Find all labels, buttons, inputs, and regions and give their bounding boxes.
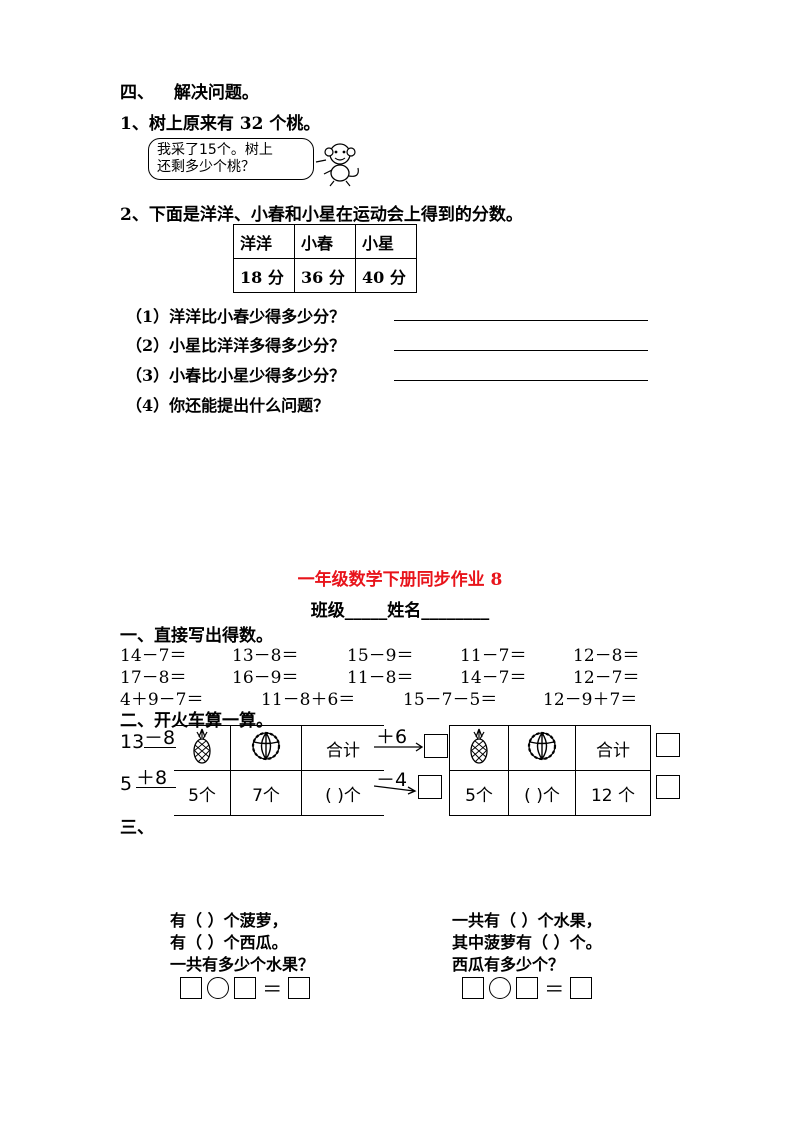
problem-2-2: 16－9＝ — [232, 668, 299, 688]
score-value-yangyang: 18 分 — [233, 258, 295, 293]
sub-question-4: （4）你还能提出什么问题？ — [126, 396, 330, 415]
answer-line-1[interactable] — [394, 320, 648, 322]
problem-3-3: 15－7－5＝ — [403, 690, 498, 710]
answer-line-2[interactable] — [394, 350, 648, 352]
problem-1-3: 15－9＝ — [347, 646, 414, 666]
score-header-xiaoxing: 小星 — [355, 224, 417, 259]
operator-circle[interactable] — [207, 976, 230, 999]
section4-heading: 四、 解决问题。 — [120, 78, 259, 103]
score-table: 洋洋 小春 小星 18 分 36 分 40 分 — [233, 224, 417, 293]
table-row: 合计 — [449, 725, 651, 771]
train-arrow-line-2 — [136, 787, 176, 789]
section4-heading-num: 四、 — [120, 83, 154, 103]
score-header-yangyang: 洋洋 — [233, 224, 295, 259]
left-question-line-2: 有（ ）个西瓜。 — [170, 933, 288, 952]
total-label-left: 合计 — [301, 725, 384, 771]
train-op-1: －8 — [144, 727, 176, 749]
right-question-line-1: 一共有（ ）个水果， — [452, 911, 602, 930]
sub-question-2: （2）小星比洋洋多得多少分？ — [126, 336, 346, 355]
part3-heading: 三、 — [120, 818, 154, 838]
part1-heading: 一、直接写出得数。 — [120, 626, 273, 646]
fruit-table-right: 合计 5个 ( )个 12 个 — [449, 725, 651, 816]
problem-2-3: 11－8＝ — [347, 668, 414, 688]
problem-1-2: 13－8＝ — [232, 646, 299, 666]
table-row: 合计 — [174, 725, 384, 771]
problem-2-5: 12－7＝ — [573, 668, 640, 688]
train-op-2: ＋8 — [136, 767, 168, 789]
right-equation: ＝ — [462, 973, 593, 1002]
train-op-3: ＋6 — [376, 726, 408, 748]
left-question-line-1: 有（ ）个菠萝， — [170, 911, 288, 930]
q2-text: 2、下面是洋洋、小春和小星在运动会上得到的分数。 — [120, 205, 523, 225]
equation-box[interactable] — [516, 976, 539, 999]
equation-box[interactable] — [180, 976, 202, 999]
equals-sign: ＝ — [262, 977, 283, 1001]
total-label-right: 合计 — [575, 725, 651, 771]
equation-box[interactable] — [234, 976, 257, 999]
pineapple-count-left: 5个 — [174, 770, 231, 816]
problem-2-4: 14－7＝ — [460, 668, 527, 688]
sub-question-3: （3）小春比小星少得多少分？ — [126, 366, 346, 385]
equation-box[interactable] — [462, 976, 484, 999]
train-arrow-line-1 — [144, 747, 176, 749]
problem-1-5: 12－8＝ — [573, 646, 640, 666]
score-header-xiaochun: 小春 — [294, 224, 356, 259]
operator-circle[interactable] — [489, 976, 512, 999]
fruit-cell — [449, 725, 509, 771]
worksheet-title: 一年级数学下册同步作业 8 — [297, 570, 503, 590]
problem-3-2: 11－8＋6＝ — [261, 690, 356, 710]
pineapple-icon — [193, 728, 211, 764]
monkey-icon — [315, 143, 359, 187]
watermelon-count-left: 7个 — [230, 770, 302, 816]
fruit-cell — [508, 725, 576, 771]
equals-sign: ＝ — [544, 977, 565, 1001]
fruit-cell — [174, 725, 231, 771]
total-count-right: 12 个 — [575, 770, 651, 816]
train-op-4: －4 — [376, 769, 408, 791]
answer-box-right-bottom[interactable] — [656, 775, 680, 799]
problem-1-4: 11－7＝ — [460, 646, 527, 666]
answer-box-train-1[interactable] — [424, 734, 448, 758]
arrow-right-icon — [374, 785, 417, 795]
right-question-line-3: 西瓜有多少个？ — [452, 955, 565, 974]
table-row: 洋洋 小春 小星 — [233, 224, 417, 259]
answer-box-right-top[interactable] — [656, 733, 680, 757]
answer-line-3[interactable] — [394, 380, 648, 382]
train-start-2: 5 — [120, 773, 133, 795]
score-value-xiaoxing: 40 分 — [355, 258, 417, 293]
answer-box-train-2[interactable] — [418, 775, 442, 799]
problem-2-1: 17－8＝ — [120, 668, 187, 688]
sub-question-1: （1）洋洋比小春少得多少分？ — [126, 307, 346, 326]
bubble-line-2: 还剩多少个桃？ — [157, 159, 255, 175]
watermelon-count-right: ( )个 — [508, 770, 576, 816]
q1-text: 1、树上原来有 32 个桃。 — [120, 114, 321, 134]
left-question-line-3: 一共有多少个水果？ — [170, 955, 315, 974]
fruit-cell — [230, 725, 302, 771]
problem-1-1: 14－7＝ — [120, 646, 187, 666]
left-equation: ＝ — [180, 973, 311, 1002]
pineapple-count-right: 5个 — [449, 770, 509, 816]
fruit-table-left: 合计 5个 7个 ( )个 — [174, 725, 384, 816]
table-row: 18 分 36 分 40 分 — [233, 258, 417, 293]
watermelon-icon — [527, 731, 557, 760]
table-row: 5个 7个 ( )个 — [174, 770, 384, 816]
score-value-xiaochun: 36 分 — [294, 258, 356, 293]
pineapple-icon — [470, 728, 488, 764]
total-count-left: ( )个 — [301, 770, 384, 816]
bubble-line-1: 我采了15个。树上 — [157, 142, 273, 158]
right-question-line-2: 其中菠萝有（ ）个。 — [452, 933, 602, 952]
train-start-1: 13 — [120, 731, 145, 753]
class-name-line: 班级_____姓名________ — [310, 601, 490, 621]
arrow-right-icon — [374, 742, 424, 752]
problem-3-1: 4＋9－7＝ — [120, 690, 204, 710]
speech-bubble: 我采了15个。树上 还剩多少个桃？ — [148, 138, 314, 180]
table-row: 5个 ( )个 12 个 — [449, 770, 651, 816]
watermelon-icon — [251, 731, 281, 760]
equation-box[interactable] — [570, 976, 593, 999]
problem-3-4: 12－9＋7＝ — [543, 690, 638, 710]
equation-box[interactable] — [288, 976, 311, 999]
section4-heading-text: 解决问题。 — [173, 83, 259, 103]
